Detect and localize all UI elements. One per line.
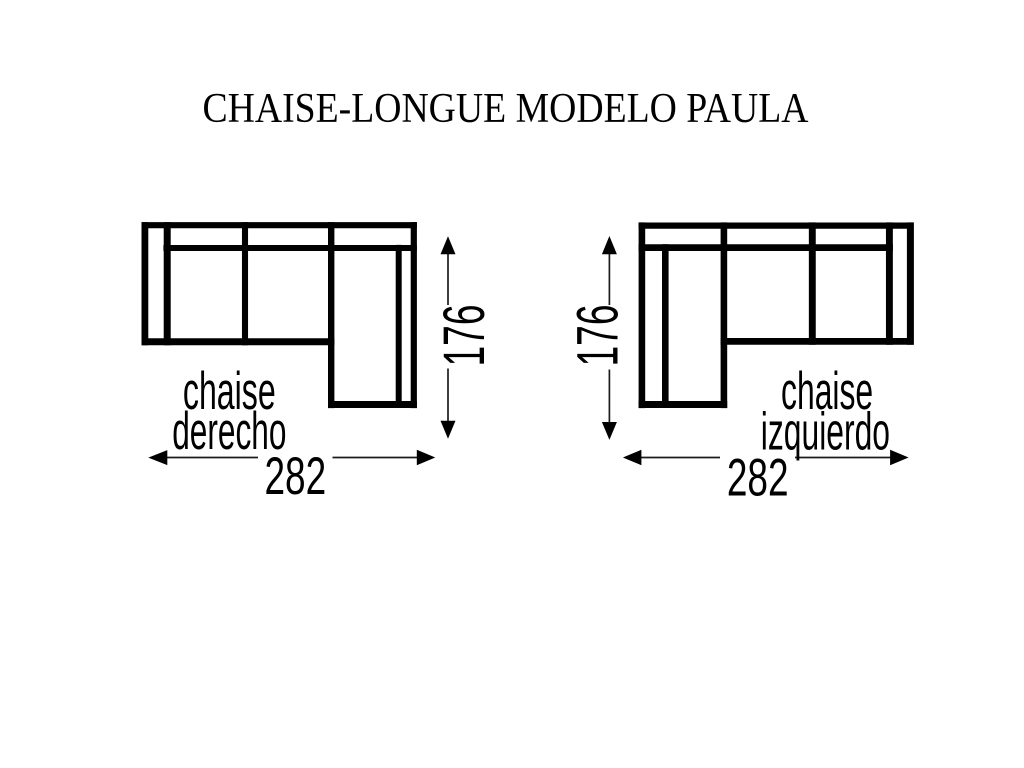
svg-text:176: 176 xyxy=(432,305,497,367)
svg-text:282: 282 xyxy=(264,447,326,506)
svg-text:izquierdo: izquierdo xyxy=(761,403,890,462)
svg-text:282: 282 xyxy=(727,449,789,508)
svg-text:chaise: chaise xyxy=(781,362,873,421)
svg-text:176: 176 xyxy=(566,305,631,367)
svg-text:CHAISE-LONGUE MODELO PAULA: CHAISE-LONGUE MODELO PAULA xyxy=(203,85,809,132)
svg-text:derecho: derecho xyxy=(172,402,286,461)
svg-text:chaise: chaise xyxy=(183,362,276,421)
